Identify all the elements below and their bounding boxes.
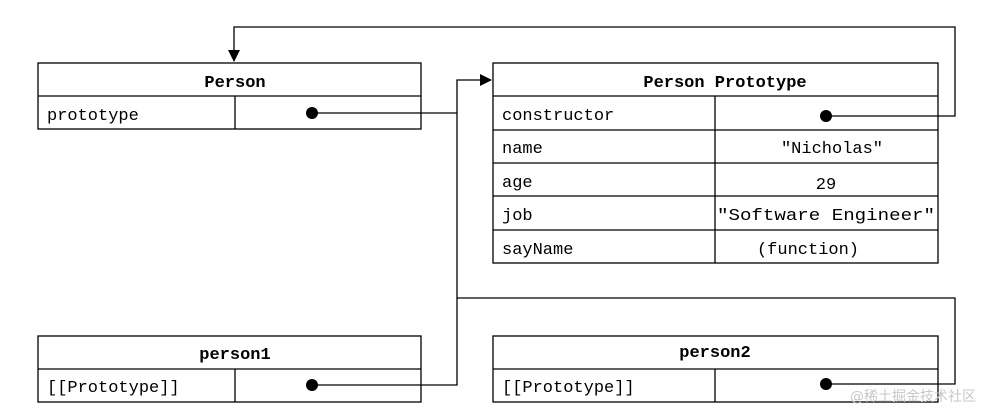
person2-title: person2	[679, 344, 750, 363]
person-title: Person	[204, 74, 265, 93]
person2-prototype-label: [[Prototype]]	[502, 379, 635, 398]
person2-box: person2 [[Prototype]]	[492, 335, 939, 403]
person-prototype-label: prototype	[47, 107, 139, 126]
prototype-key-constructor: constructor	[502, 107, 614, 126]
person1-prototype-arrow	[312, 74, 492, 386]
person2-prototype-connector	[457, 297, 956, 385]
person-box: Person prototype	[37, 62, 422, 130]
prototype-key-sayname: sayName	[502, 241, 573, 260]
person1-box: person1 [[Prototype]]	[37, 335, 422, 403]
person1-prototype-label: [[Prototype]]	[47, 379, 180, 398]
person-prototype-box: Person Prototype constructor name "Nicho…	[492, 62, 939, 264]
prototype-key-name: name	[502, 140, 543, 159]
constructor-arrow	[228, 26, 956, 117]
prototype-value-job: "Software Engineer"	[717, 207, 935, 226]
prototype-key-job: job	[502, 207, 533, 226]
prototype-key-age: age	[502, 174, 533, 193]
person1-title: person1	[199, 346, 270, 365]
prototype-value-sayname: (function)	[757, 241, 859, 260]
prototype-value-age: 29	[816, 176, 836, 195]
prototype-title: Person Prototype	[643, 74, 806, 93]
prototype-value-name: "Nicholas"	[781, 140, 883, 159]
watermark-text: @稀土掘金技术社区	[850, 389, 976, 405]
